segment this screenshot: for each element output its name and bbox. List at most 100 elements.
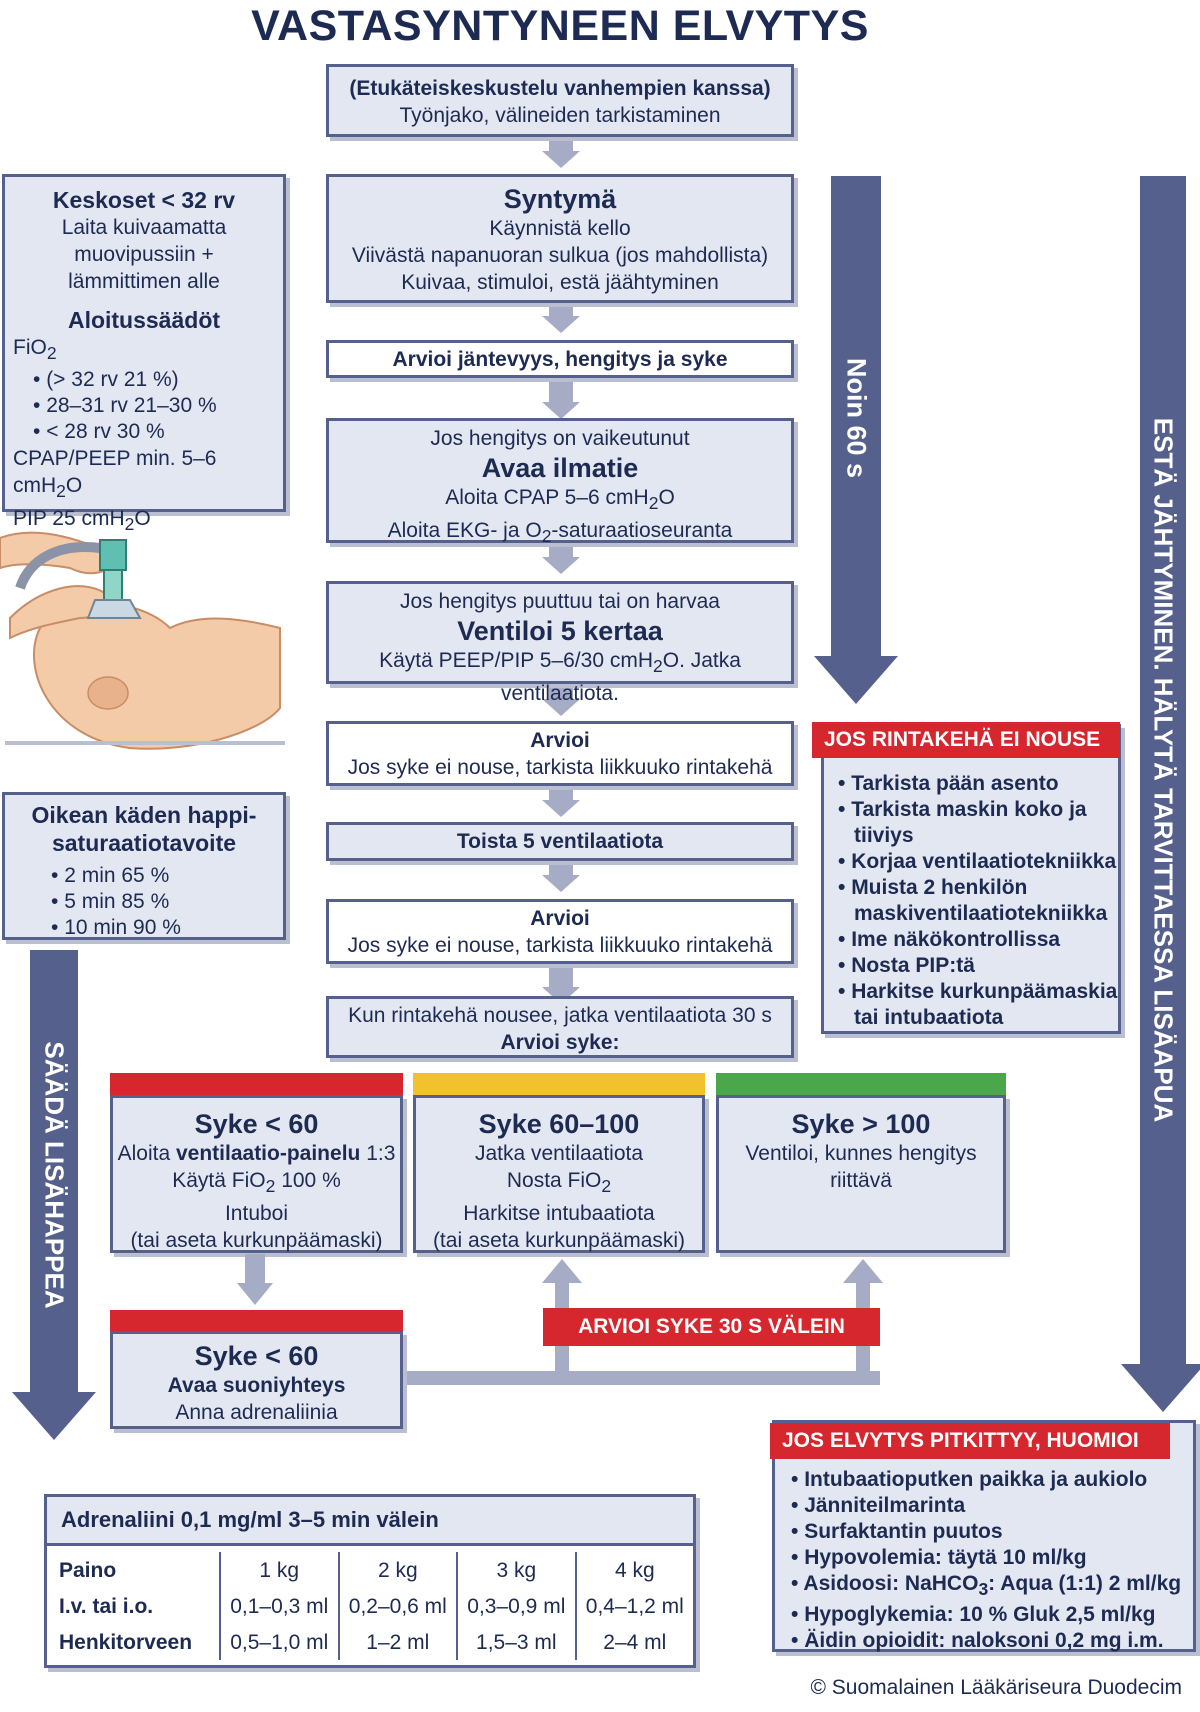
saturation-item: 10 min 90 % (45, 915, 283, 941)
chest-item: Korjaa ventilaatiotekniikka (832, 849, 1118, 875)
time-arrow-label: Noin 60 s (841, 357, 872, 479)
table-row: Henkitorveen 0,5–1,0 ml 1–2 ml 1,5–3 ml … (47, 1624, 693, 1660)
connector-arrow (542, 859, 580, 892)
prolonged-item: Jänniteilmarinta (785, 1493, 1193, 1519)
birth-line3: Kuivaa, stimuloi, estä jäähtyminen (401, 271, 719, 294)
hr-high-up-arrowhead (843, 1259, 883, 1283)
assess-tone-text: Arvioi jäntevyys, hengitys ja syke (392, 348, 728, 371)
connector-arrow (542, 376, 580, 419)
prolonged-item: Hypovolemia: täytä 10 ml/kg (785, 1545, 1193, 1571)
step-assess-tone: Arvioi jäntevyys, hengitys ja syke (326, 340, 794, 378)
preterm-line3: lämmittimen alle (68, 270, 220, 293)
birth-heading: Syntymä (503, 184, 617, 214)
connector-arrow (542, 541, 580, 574)
page-title: VASTASYNTYNEEN ELVYTYS (251, 2, 869, 50)
prolonged-item: Hypoglykemia: 10 % Gluk 2,5 ml/kg (785, 1602, 1193, 1628)
table-cell: 0,3–0,9 ml (457, 1588, 577, 1624)
birth-line2: Viivästä napanuoran sulkua (jos mahdolli… (351, 244, 769, 267)
saturation-item: 2 min 65 % (45, 863, 283, 889)
preparation-line1: (Etukäteiskeskustelu vanhempien kanssa) (349, 77, 771, 100)
table-cell: 4 kg (614, 1558, 655, 1582)
hr-low-line2: Käytä FiO2 100 % (172, 1169, 341, 1197)
prolonged-list: Intubaatioputken paikka ja aukiolo Jänni… (775, 1467, 1193, 1654)
hr-mid-line2: Nosta FiO2 (506, 1169, 612, 1197)
copyright: © Suomalainen Lääkäriseura Duodecim (810, 1676, 1182, 1699)
fio2-item: 28–31 rv 21–30 % (27, 393, 283, 419)
airway-line1: Aloita CPAP 5–6 cmH2O (445, 486, 675, 514)
cpap-line: CPAP/PEEP min. 5–6 cmH2O (13, 447, 217, 502)
reassess-horizontal-connector (403, 1371, 880, 1385)
chest-rises-line2: Arvioi syke: (500, 1031, 620, 1054)
hr-low-heading: Syke < 60 (194, 1109, 319, 1139)
hr-mid-line1: Jatka ventilaatiota (474, 1142, 644, 1165)
table-cell: 1 kg (220, 1552, 340, 1588)
chest-item: Harkitse kurkunpäämaskia tai intubaatiot… (832, 979, 1118, 1031)
chest-not-rising-box: Tarkista pään asento Tarkista maskin kok… (821, 724, 1121, 1034)
baby-ventilation-illustration (0, 531, 285, 750)
oxygen-arrow-head (12, 1392, 96, 1440)
ventilate-pre: Jos hengitys puuttuu tai on harvaa (400, 590, 720, 613)
step-open-airway: Jos hengitys on vaikeutunut Avaa ilmatie… (326, 418, 794, 546)
airway-pre: Jos hengitys on vaikeutunut (430, 427, 690, 450)
hr-low2-heading: Syke < 60 (194, 1341, 319, 1371)
table-cell: 0,5–1,0 ml (220, 1624, 340, 1660)
step-assess-1: Arvioi Jos syke ei nouse, tarkista liikk… (326, 721, 794, 786)
hr-mid-heading: Syke 60–100 (478, 1109, 640, 1139)
preterm-heading: Keskoset < 32 rv (52, 187, 236, 213)
hr-low-line3: Intuboi (224, 1202, 289, 1226)
chest-item: Tarkista pään asento (832, 771, 1118, 797)
connector-arrow (542, 134, 580, 168)
table-cell: 2–4 ml (603, 1630, 667, 1654)
hr-low-color-bar (110, 1073, 403, 1095)
preterm-box: Keskoset < 32 rv Laita kuivaamatta muovi… (2, 174, 286, 535)
prolonged-item: Asidoosi: NaHCO3: Aqua (1:1) 2 ml/kg (785, 1571, 1193, 1602)
chest-item: Ime näkökontrollissa (832, 927, 1118, 953)
warm-arrow-label: ESTÄ JÄHTYMINEN. HÄLYTÄ TARVITTAESSA LIS… (1148, 417, 1179, 1123)
fio2-list: (> 32 rv 21 %) 28–31 rv 21–30 % < 28 rv … (5, 367, 283, 445)
hr-high-color-bar (716, 1073, 1006, 1095)
step-chest-rises: Kun rintakehä nousee, jatka ventilaatiot… (326, 996, 794, 1058)
airway-line2: Aloita EKG- ja O2-saturaatioseuranta (387, 519, 733, 547)
time-arrow (831, 176, 881, 660)
saturation-box: Oikean käden happi- saturaatiotavoite 2 … (2, 792, 286, 940)
prolonged-item: Intubaatioputken paikka ja aukiolo (785, 1467, 1193, 1493)
preparation-line2: Työnjako, välineiden tarkistaminen (399, 104, 721, 127)
table-cell: Paino (47, 1552, 221, 1588)
fio2-item: < 28 rv 30 % (27, 419, 283, 445)
table-cell: 2 kg (338, 1552, 459, 1588)
table-cell: 0,4–1,2 ml (585, 1594, 684, 1618)
warm-arrow-head (1121, 1364, 1200, 1412)
preterm-line2: muovipussiin + (74, 243, 214, 266)
hr-low-line1: Aloita ventilaatio-painelu 1:3 (117, 1142, 396, 1165)
saturation-list: 2 min 65 % 5 min 85 % 10 min 90 % (5, 863, 283, 941)
settings-heading: Aloitussäädöt (67, 307, 221, 333)
ventilate-heading: Ventiloi 5 kertaa (457, 616, 663, 646)
hr-high-line2: riittävä (830, 1169, 892, 1192)
hr-high-box: Syke > 100 Ventiloi, kunnes hengitys rii… (716, 1095, 1006, 1253)
prolonged-title: JOS ELVYTYS PITKITTYY, HUOMIOI (770, 1423, 1170, 1459)
table-cell: 3 kg (457, 1552, 577, 1588)
saturation-item: 5 min 85 % (45, 889, 283, 915)
assess1-line1: Jos syke ei nouse, tarkista liikkuuko ri… (347, 756, 773, 779)
reassess-banner: ARVIOI SYKE 30 S VÄLEIN (543, 1308, 880, 1346)
hr-low-box: Syke < 60 Aloita ventilaatio-painelu 1:3… (110, 1095, 403, 1253)
step-preparation: (Etukäteiskeskustelu vanhempien kanssa) … (326, 64, 794, 137)
connector-arrow (542, 962, 580, 1004)
hr-mid-line4: (tai aseta kurkunpäämaski) (432, 1229, 686, 1253)
hr-low-down-connector (245, 1254, 265, 1284)
adrenaline-box: Adrenaliini 0,1 mg/ml 3–5 min välein Pai… (44, 1494, 696, 1668)
chest-item: Muista 2 henkilön maskiventilaatioteknii… (832, 875, 1118, 927)
ventilate-line1: Käytä PEEP/PIP 5–6/30 cmH2O. Jatka venti… (379, 649, 741, 706)
table-row: Paino 1 kg 2 kg 3 kg 4 kg (47, 1552, 693, 1588)
fio2-item: (> 32 rv 21 %) (27, 367, 283, 393)
chest-list: Tarkista pään asento Tarkista maskin kok… (824, 771, 1118, 1031)
chest-not-rising-title: JOS RINTAKEHÄ EI NOUSE (812, 722, 1120, 758)
adrenaline-table: Paino 1 kg 2 kg 3 kg 4 kg I.v. tai i.o. … (47, 1552, 693, 1660)
table-cell: 1,5–3 ml (457, 1624, 577, 1660)
hr-low2-box: Syke < 60 Avaa suoniyhteys Anna adrenali… (110, 1331, 403, 1429)
preterm-line1: Laita kuivaamatta (61, 216, 227, 239)
hr-low2-color-bar (110, 1310, 403, 1332)
step-repeat: Toista 5 ventilaatiota (326, 822, 794, 861)
prolonged-item: Äidin opioidit: naloksoni 0,2 mg i.m. (785, 1628, 1193, 1654)
chest-item: Nosta PIP:tä (832, 953, 1118, 979)
